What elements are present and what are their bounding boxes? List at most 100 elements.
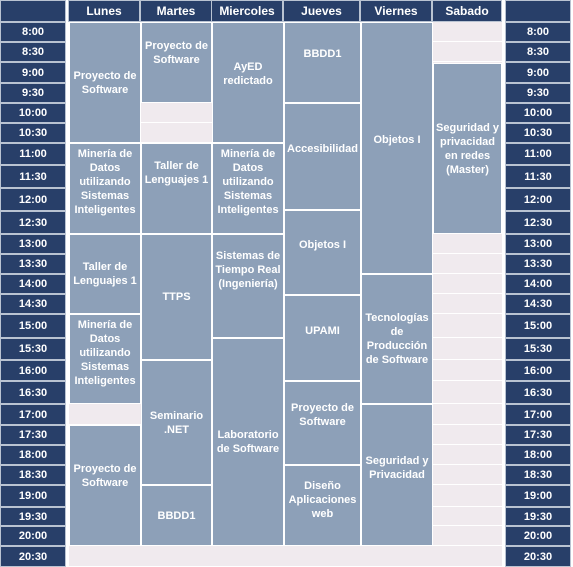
time-label-right: 11:00 (505, 143, 571, 165)
empty-slot (433, 404, 502, 425)
block-jueves-upami[interactable]: UPAMI (284, 295, 361, 381)
empty-slot (433, 546, 502, 567)
block-miercoles-sistemas-tiempo-real[interactable]: Sistemas de Tiempo Real (Ingeniería) (212, 234, 284, 338)
time-label-left: 17:30 (0, 425, 66, 445)
block-martes-bbdd1[interactable]: BBDD1 (141, 485, 212, 546)
empty-slot (433, 254, 502, 274)
block-viernes-objetos[interactable]: Objetos I (361, 22, 433, 274)
empty-slot (69, 404, 141, 425)
empty-slot (433, 465, 502, 485)
time-label-right: 16:30 (505, 381, 571, 404)
empty-slot (433, 42, 502, 62)
time-label-right: 8:30 (505, 42, 571, 62)
time-label-right: 18:00 (505, 445, 571, 465)
time-label-right: 19:00 (505, 485, 571, 507)
block-viernes-tecnologias-produccion[interactable]: Tecnologías de Producción de Software (361, 274, 433, 404)
day-header-viernes: Viernes (360, 0, 432, 22)
time-label-left: 11:00 (0, 143, 66, 165)
corner-right (505, 0, 571, 22)
empty-slot (433, 234, 502, 254)
block-miercoles-mineria-datos[interactable]: Minería de Datos utilizando Sistemas Int… (212, 143, 284, 234)
block-lunes-mineria-datos-2[interactable]: Minería de Datos utilizando Sistemas Int… (69, 314, 141, 404)
time-label-left: 11:30 (0, 165, 66, 188)
block-sabado-seguridad-redes[interactable]: Seguridad y privacidad en redes (Master) (433, 63, 502, 234)
time-label-right: 11:30 (505, 165, 571, 188)
time-label-right: 14:30 (505, 294, 571, 314)
block-jueves-accesibilidad[interactable]: Accesibilidad (284, 103, 361, 210)
time-label-right: 9:00 (505, 62, 571, 83)
block-miercoles-laboratorio-software[interactable]: Laboratorio de Software (212, 338, 284, 546)
time-label-right: 20:30 (505, 546, 571, 567)
block-lunes-proyecto-software-2[interactable]: Proyecto de Software (69, 425, 141, 546)
block-jueves-diseno-web[interactable]: Diseño Aplicaciones web (284, 465, 361, 546)
block-lunes-proyecto-software[interactable]: Proyecto de Software (69, 22, 141, 143)
time-label-left: 8:00 (0, 22, 66, 42)
block-martes-proyecto-software[interactable]: Proyecto de Software (141, 22, 212, 103)
day-header-lunes: Lunes (68, 0, 140, 22)
block-jueves-bbdd1[interactable]: BBDD1 (284, 22, 361, 103)
time-label-left: 8:30 (0, 42, 66, 62)
time-label-left: 16:30 (0, 381, 66, 404)
time-label-right: 10:30 (505, 123, 571, 143)
time-label-right: 19:30 (505, 507, 571, 526)
empty-slot (433, 485, 502, 507)
time-label-right: 10:00 (505, 103, 571, 123)
time-label-left: 9:30 (0, 83, 66, 103)
block-miercoles-ayed[interactable]: AyED redictado (212, 22, 284, 143)
block-martes-seminario-net[interactable]: Seminario .NET (141, 360, 212, 485)
time-label-right: 14:00 (505, 274, 571, 294)
empty-slot (433, 338, 502, 360)
time-label-left: 14:30 (0, 294, 66, 314)
day-header-martes: Martes (140, 0, 212, 22)
time-label-left: 9:00 (0, 62, 66, 83)
time-label-left: 19:00 (0, 485, 66, 507)
empty-slot (141, 103, 212, 123)
empty-slot (433, 526, 502, 546)
block-lunes-taller-lenguajes[interactable]: Taller de Lenguajes 1 (69, 234, 141, 314)
day-header-sabado: Sabado (432, 0, 502, 22)
empty-slot (433, 22, 502, 42)
block-martes-taller-lenguajes[interactable]: Taller de Lenguajes 1 (141, 143, 212, 234)
empty-slot (433, 294, 502, 314)
time-label-right: 15:30 (505, 338, 571, 360)
time-label-left: 18:30 (0, 465, 66, 485)
time-label-right: 16:00 (505, 360, 571, 381)
time-label-left: 16:00 (0, 360, 66, 381)
empty-slot (433, 360, 502, 381)
empty-slot (69, 546, 141, 567)
empty-slot (433, 274, 502, 294)
time-label-left: 15:30 (0, 338, 66, 360)
time-label-right: 20:00 (505, 526, 571, 546)
block-lunes-mineria-datos-1[interactable]: Minería de Datos utilizando Sistemas Int… (69, 143, 141, 234)
time-label-right: 17:30 (505, 425, 571, 445)
time-label-right: 12:30 (505, 211, 571, 234)
time-label-right: 15:00 (505, 314, 571, 338)
empty-slot (433, 445, 502, 465)
day-header-jueves: Jueves (283, 0, 360, 22)
time-label-right: 13:30 (505, 254, 571, 274)
time-label-left: 10:30 (0, 123, 66, 143)
empty-slot (361, 546, 433, 567)
block-jueves-proyecto-software[interactable]: Proyecto de Software (284, 381, 361, 465)
corner-left (0, 0, 66, 22)
time-label-right: 13:00 (505, 234, 571, 254)
time-label-left: 15:00 (0, 314, 66, 338)
time-label-left: 18:00 (0, 445, 66, 465)
time-label-left: 13:00 (0, 234, 66, 254)
empty-slot (141, 546, 212, 567)
empty-slot (433, 425, 502, 445)
block-martes-ttps[interactable]: TTPS (141, 234, 212, 360)
empty-slot (433, 314, 502, 338)
empty-slot (433, 381, 502, 404)
empty-slot (433, 507, 502, 526)
time-label-left: 19:30 (0, 507, 66, 526)
time-label-left: 10:00 (0, 103, 66, 123)
time-label-left: 13:30 (0, 254, 66, 274)
block-jueves-objetos[interactable]: Objetos I (284, 210, 361, 295)
day-header-miercoles: Miercoles (211, 0, 283, 22)
empty-slot (212, 546, 284, 567)
time-label-right: 12:00 (505, 188, 571, 211)
time-label-right: 9:30 (505, 83, 571, 103)
block-viernes-seguridad-privacidad[interactable]: Seguridad y Privacidad (361, 404, 433, 546)
time-label-left: 20:00 (0, 526, 66, 546)
